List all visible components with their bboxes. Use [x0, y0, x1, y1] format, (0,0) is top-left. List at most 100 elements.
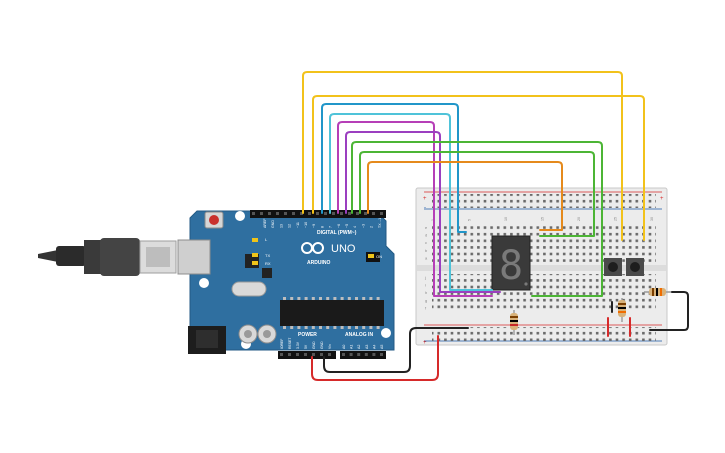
digital-pin-label: ~10 [304, 222, 308, 228]
wire-blue[interactable] [321, 103, 467, 233]
seven-segment-display[interactable]: 8 [491, 235, 531, 291]
power-header-hole[interactable] [280, 353, 283, 356]
wire-orange[interactable] [367, 161, 563, 231]
resistor-display[interactable] [510, 310, 518, 335]
power-header-hole[interactable] [296, 353, 299, 356]
power-header-hole[interactable] [288, 353, 291, 356]
power-pin-label: GND [312, 341, 316, 349]
wire-cyan[interactable] [329, 113, 493, 291]
resistor-button-2[interactable] [644, 288, 672, 296]
wire-purple[interactable] [345, 131, 501, 293]
analog-label: ANALOG IN [345, 332, 373, 338]
usb-cable [38, 238, 177, 276]
column-number: 25 [614, 217, 618, 221]
header-hole[interactable] [340, 212, 343, 215]
arduino-uno-board[interactable]: L TX RX ON DIGITAL (PWM~) ARDUINO UNO PO… [177, 210, 395, 359]
power-header-hole[interactable] [320, 353, 323, 356]
digital-pin-label: RX←0 [386, 217, 390, 228]
display-digit: 8 [499, 243, 523, 289]
power-pin-label: Vin [328, 344, 332, 349]
rail-plus-bottom: + [423, 340, 427, 346]
wire-green-outer[interactable] [351, 141, 603, 297]
column-number: 30 [650, 217, 654, 221]
analog-header-hole[interactable] [364, 353, 368, 356]
crystal [231, 281, 267, 297]
digital-pin-label: ~9 [312, 224, 316, 228]
analog-pin-label: A2 [357, 345, 361, 349]
wire-black-ground-loop[interactable] [649, 291, 689, 331]
column-number: 5 [468, 219, 472, 221]
power-pin-label: 5V [304, 344, 308, 349]
power-pin-label: 3.3V [296, 341, 300, 349]
power-header-hole[interactable] [304, 353, 307, 356]
reset-button[interactable] [204, 211, 224, 229]
analog-header-hole[interactable] [372, 353, 376, 356]
power-header-hole[interactable] [312, 353, 315, 356]
bottom-power-rail[interactable] [432, 327, 656, 341]
resistor-button-1[interactable] [618, 298, 626, 322]
rail-minus-top: - [424, 205, 426, 211]
wire-yellow-inner[interactable] [312, 95, 645, 241]
analog-header-hole[interactable] [349, 353, 353, 356]
digital-pin-label: ~6 [337, 224, 341, 228]
row-letter: i [425, 283, 426, 288]
header-hole[interactable] [332, 212, 335, 215]
header-hole[interactable] [356, 212, 359, 215]
analog-header-hole[interactable] [342, 353, 345, 356]
digital-header-label: DIGITAL (PWM~) [317, 230, 357, 236]
header-hole[interactable] [292, 212, 295, 215]
analog-header-hole[interactable] [380, 353, 383, 356]
header-hole[interactable] [316, 212, 319, 215]
header-hole[interactable] [252, 212, 255, 215]
wire-yellow-outer[interactable] [302, 71, 623, 241]
digital-pin-label: TX→1 [378, 218, 382, 228]
header-hole[interactable] [348, 212, 351, 215]
label-on: ON [376, 254, 382, 259]
analog-pin-label: A3 [365, 345, 369, 349]
analog-pin-label: A4 [372, 345, 376, 349]
digital-pin-label: ~11 [296, 222, 300, 228]
header-hole[interactable] [380, 212, 383, 215]
digital-pin-label: 8 [320, 226, 324, 228]
header-hole[interactable] [276, 212, 279, 215]
digital-header[interactable] [250, 210, 386, 218]
display-decimal-point [524, 282, 528, 286]
power-header-hole[interactable] [328, 353, 331, 356]
label-tx: TX [265, 253, 270, 258]
header-hole[interactable] [300, 212, 303, 215]
top-power-rail[interactable] [432, 194, 656, 208]
digital-pin-label: ~5 [345, 224, 349, 228]
power-pin-label: RESET [288, 338, 292, 349]
atmega-chip [280, 297, 384, 329]
header-hole[interactable] [260, 212, 263, 215]
header-hole[interactable] [364, 212, 367, 215]
header-hole[interactable] [308, 212, 311, 215]
model-text: UNO [331, 243, 356, 255]
led-rx [252, 261, 258, 265]
header-hole[interactable] [284, 212, 287, 215]
row-letter: b [425, 248, 428, 253]
row-letter: d [425, 233, 427, 238]
led-on [368, 254, 374, 258]
power-pin-label: IOREF [280, 339, 284, 349]
mounting-hole [235, 211, 245, 221]
row-letter: f [425, 305, 427, 310]
wire-magenta[interactable] [337, 121, 493, 297]
digital-pin-label: 4 [353, 226, 357, 228]
digital-pin-label: ~3 [361, 224, 365, 228]
header-hole[interactable] [324, 212, 327, 215]
pushbutton-2[interactable] [626, 258, 644, 276]
header-hole[interactable] [268, 212, 271, 215]
wire-black-gnd[interactable] [323, 327, 469, 373]
brand-text: ARDUINO [307, 260, 330, 266]
header-hole[interactable] [372, 212, 375, 215]
digital-pin-label: AREF [263, 218, 267, 228]
wire-red-5v[interactable] [311, 335, 439, 381]
capacitors [238, 324, 277, 344]
pushbutton-1[interactable] [604, 258, 622, 276]
wire-green-inner[interactable] [359, 151, 595, 237]
label-l: L [265, 237, 268, 242]
analog-header[interactable] [340, 351, 386, 359]
analog-header-hole[interactable] [357, 353, 361, 356]
